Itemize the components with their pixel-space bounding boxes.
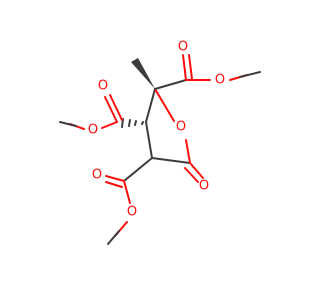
- ester-bottom-carbonyl-oxygen-label: O: [92, 168, 102, 183]
- bond-c5-o-double-a: [189, 162, 204, 179]
- bond-c3-c4: [145, 121, 153, 159]
- bond-c5-o-double-b: [184, 167, 199, 183]
- bond-c4-ester-c: [123, 157, 153, 182]
- ester-left-carbonyl-oxygen-label: O: [98, 79, 108, 94]
- bond-methyl-top-right: [239, 71, 261, 78]
- bond-ester-c-carbonyl-o-a: [182, 54, 187, 81]
- bond-ring-o-c2: [154, 88, 175, 122]
- ester-left: [59, 94, 144, 130]
- molecule-structure: O O O O O O O O: [59, 40, 261, 245]
- bond-ester-c-carbonyl-o-a: [104, 96, 118, 123]
- bond-methyl-bottom: [107, 230, 120, 245]
- bond-methyl-left: [59, 121, 77, 127]
- bond-c2-c3: [145, 88, 156, 123]
- methyl-wedge-bond: [131, 58, 155, 89]
- bond-c5-ring-o: [185, 139, 191, 164]
- ring-oxygen-label: O: [176, 120, 186, 135]
- ester-top-carbonyl-oxygen-label: O: [178, 40, 188, 55]
- bond-c2-ester-c: [154, 79, 187, 90]
- bond-ester-c-carbonyl-o-a: [105, 175, 125, 182]
- bond-ester-c-carbonyl-o-b: [109, 94, 123, 121]
- ester-left-ether-oxygen-label: O: [88, 123, 98, 138]
- ester-bottom: [105, 157, 153, 245]
- bond-ester-c-carbonyl-o-b: [105, 181, 123, 188]
- ester-bottom-ether-oxygen-label: O: [127, 205, 137, 220]
- bond-ester-c-ether-o: [101, 121, 118, 129]
- bond-c4-c5: [151, 157, 191, 164]
- ester-top-right: [154, 54, 261, 90]
- ring-bonds: [145, 88, 191, 164]
- bond-ester-c-carbonyl-o-b: [188, 54, 193, 80]
- lactone-carbonyl-oxygen-label: O: [199, 179, 209, 194]
- atom-labels: O O O O O O O O: [88, 40, 225, 220]
- hashed-bond-c3-ester: [121, 118, 144, 128]
- lactone-carbonyl: [184, 162, 204, 183]
- ester-top-ether-oxygen-label: O: [215, 73, 225, 88]
- bond-ester-c-ether-o: [123, 180, 131, 204]
